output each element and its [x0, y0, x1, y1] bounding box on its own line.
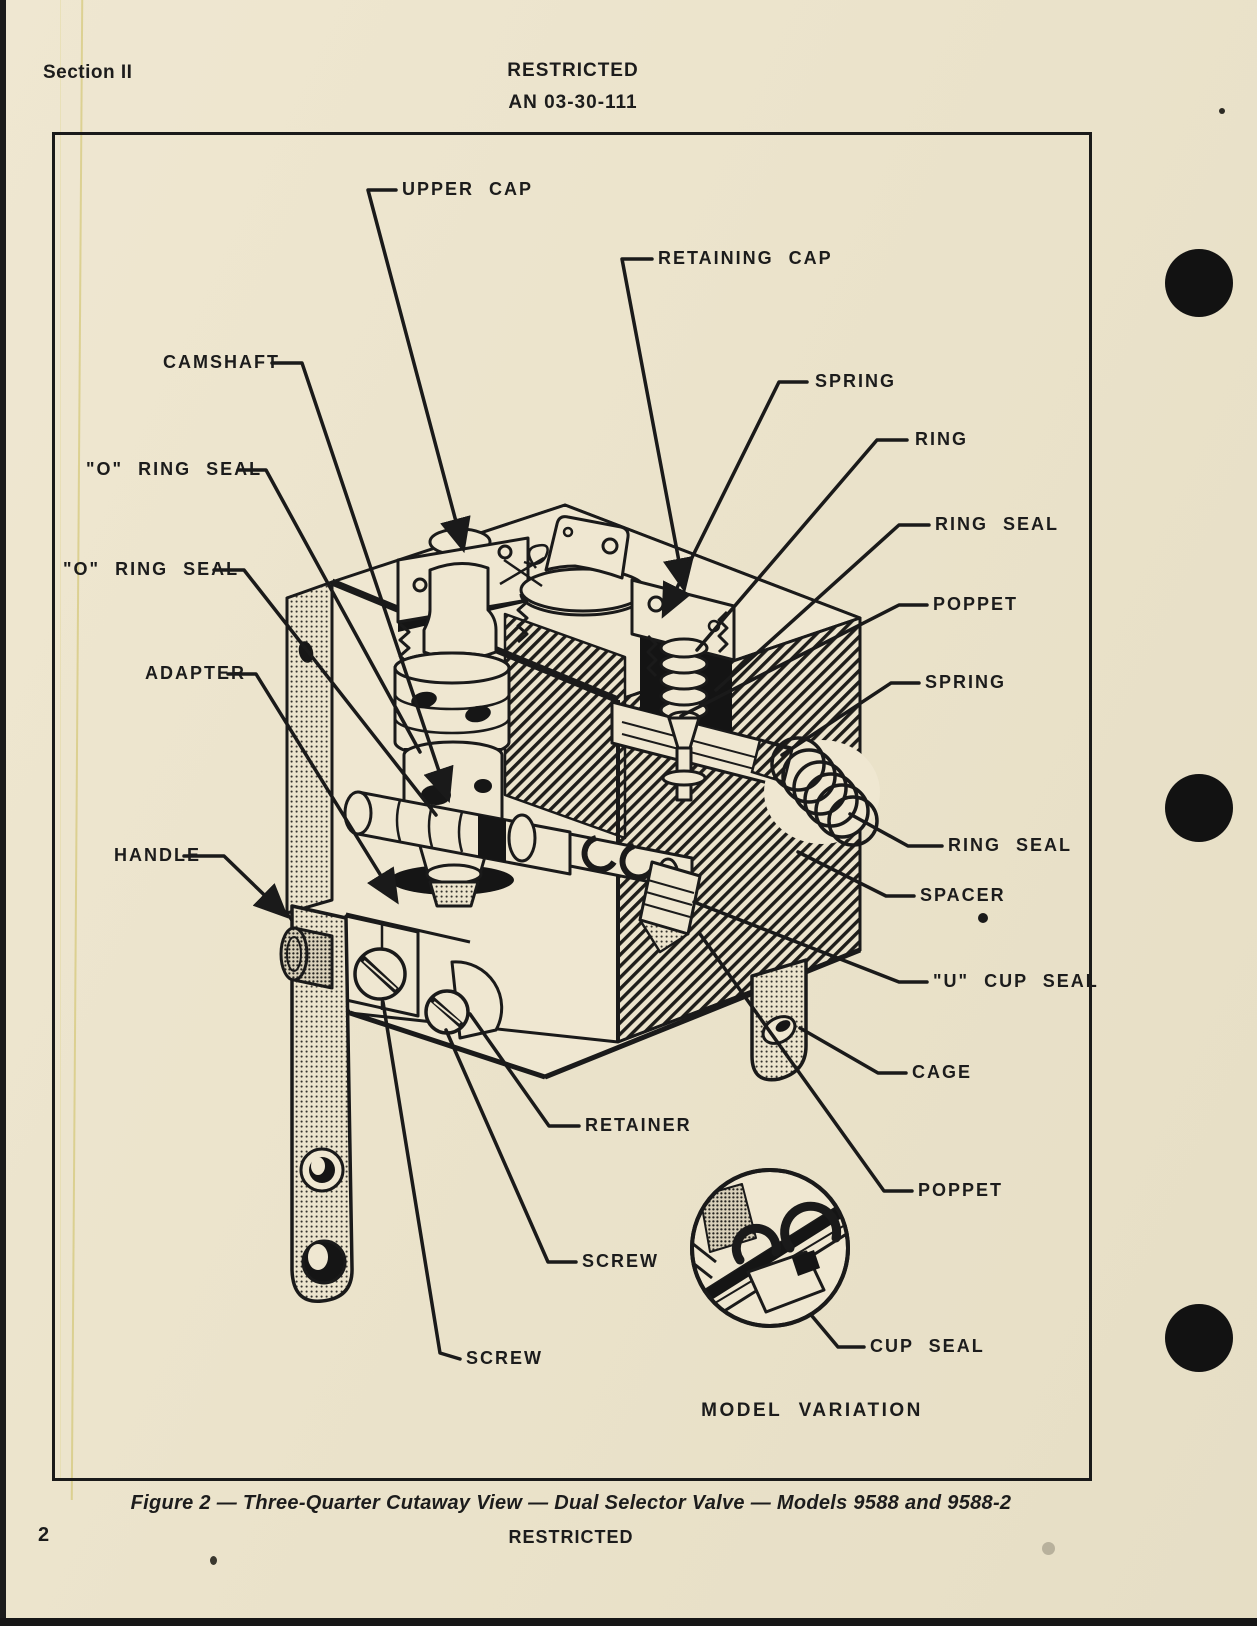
- callout-adapter: ADAPTER: [145, 663, 247, 683]
- callout-spring-2: SPRING: [925, 672, 1007, 692]
- figure-caption: Figure 2 — Three-Quarter Cutaway View — …: [130, 1492, 1012, 1514]
- scan-edge-bottom: [0, 1618, 1257, 1626]
- classification-bottom: RESTRICTED: [508, 1527, 634, 1547]
- figure-border: [52, 132, 1092, 1481]
- callout-retaining-cap: RETAINING CAP: [658, 248, 833, 268]
- callout-cup-seal: CUP SEAL: [870, 1336, 985, 1356]
- ink-speck-2: [1219, 108, 1225, 114]
- spacer-dot: [978, 913, 988, 923]
- scan-edge-left: [0, 0, 6, 1626]
- callout-spring-1: SPRING: [815, 371, 897, 391]
- callout-upper-cap: UPPER CAP: [402, 179, 534, 199]
- document-number: AN 03-30-111: [508, 92, 638, 113]
- paper-crease-faint: [60, 0, 61, 1480]
- callout-poppet-1: POPPET: [933, 594, 1019, 614]
- inset-caption: MODEL VARIATION: [701, 1400, 923, 1421]
- ink-speck: [210, 1556, 217, 1565]
- classification-top: RESTRICTED: [507, 60, 639, 81]
- callout-screw-1: SCREW: [582, 1251, 659, 1271]
- callout-u-cup-seal: "U" CUP SEAL: [933, 971, 1099, 991]
- callout-ring-seal-1: RING SEAL: [935, 514, 1060, 534]
- callout-ring: RING: [915, 429, 968, 449]
- smudge: [1042, 1542, 1055, 1555]
- leader-lines: [182, 188, 944, 1361]
- callout-cage: CAGE: [912, 1062, 973, 1082]
- binder-hole-dot: [1165, 774, 1233, 842]
- callout-spacer: SPACER: [920, 885, 1006, 905]
- binder-hole-dot: [1165, 1304, 1233, 1372]
- callout-screw-2: SCREW: [466, 1348, 543, 1368]
- callout-o-ring-seal-1: "O" RING SEAL: [86, 459, 263, 479]
- section-header: Section II: [43, 62, 133, 83]
- callout-camshaft: CAMSHAFT: [163, 352, 280, 372]
- callout-ring-seal-2: RING SEAL: [948, 835, 1073, 855]
- binder-hole-dot: [1165, 249, 1233, 317]
- callout-poppet-2: POPPET: [918, 1180, 1004, 1200]
- page-number: 2: [38, 1524, 50, 1546]
- callout-handle: HANDLE: [114, 845, 201, 865]
- callout-retainer: RETAINER: [585, 1115, 692, 1135]
- callout-o-ring-seal-2: "O" RING SEAL: [63, 559, 240, 579]
